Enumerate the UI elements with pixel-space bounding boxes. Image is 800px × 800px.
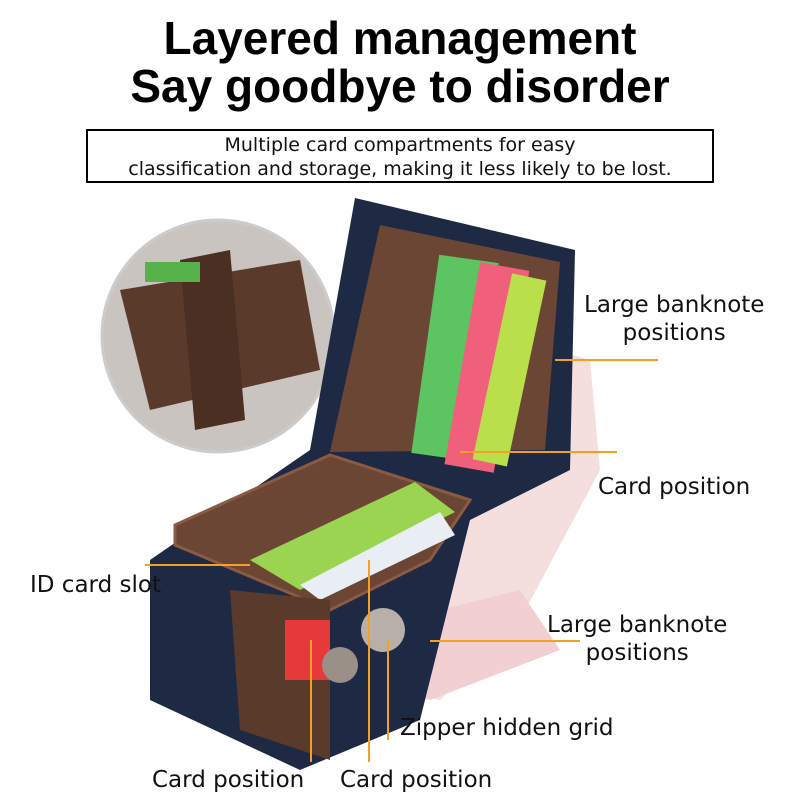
leader-line [368,560,370,762]
leader-line [310,640,312,762]
label-text: positions [622,320,726,346]
label-banknote-bottom: Large banknote positions [547,611,727,667]
label-id-card-slot: ID card slot [30,572,161,598]
leader-line [387,640,389,740]
leader-line [430,640,580,642]
label-text: Large banknote [584,292,765,318]
label-text: Large banknote [547,612,728,638]
subtitle-line1: Multiple card compartments for easy [224,134,576,156]
label-banknote-top: Large banknote positions [584,291,764,347]
label-card-position-right: Card position [598,474,751,500]
headline-line1: Layered management [163,12,637,64]
label-card-position-bottom-center: Card position [340,767,493,793]
label-zipper-hidden-grid: Zipper hidden grid [400,715,614,741]
subtitle-box: Multiple card compartments for easy clas… [86,129,714,183]
leader-line [460,451,617,453]
detail-magnifier [100,218,336,454]
label-text: positions [585,640,689,666]
leader-line [555,359,658,361]
leader-line [145,564,250,566]
subtitle-line2: classification and storage, making it le… [128,158,672,180]
headline-line2: Say goodbye to disorder [130,60,670,112]
label-card-position-bottom-left: Card position [152,767,305,793]
